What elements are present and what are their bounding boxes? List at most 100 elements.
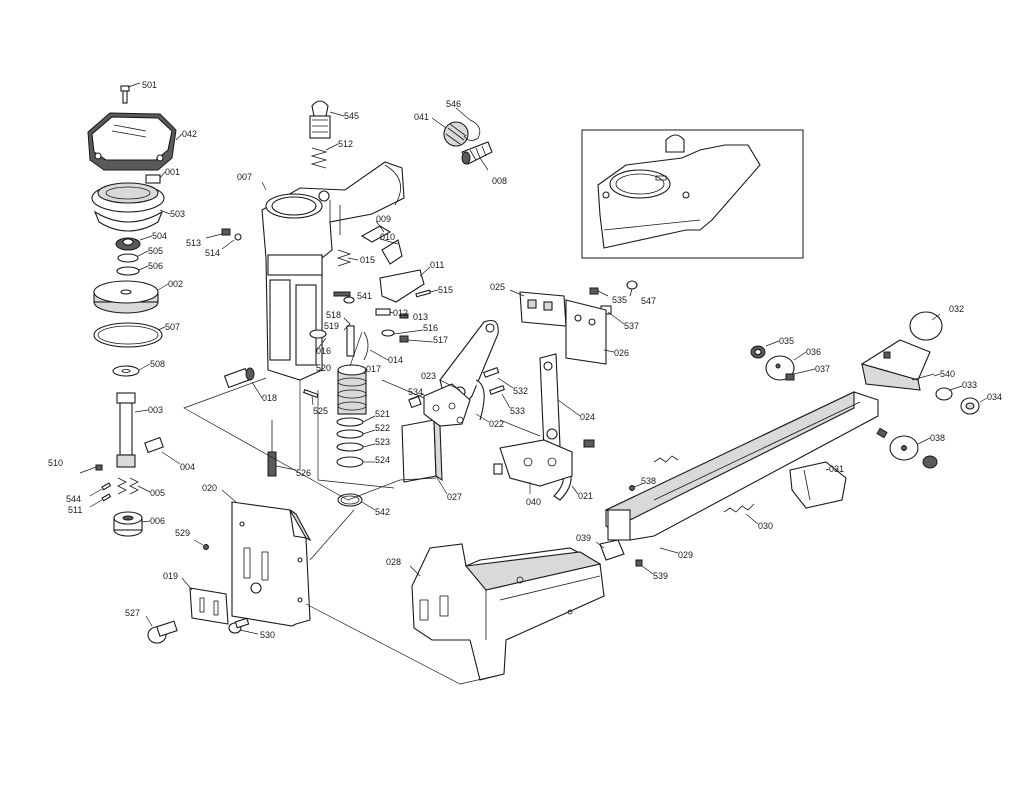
- callout-026: 026: [614, 348, 629, 358]
- part-015-spring: [336, 249, 352, 267]
- callout-014: 014: [388, 355, 403, 365]
- callout-038: 038: [930, 433, 945, 443]
- part-506-oring: [116, 266, 140, 276]
- callout-515: 515: [438, 285, 453, 295]
- part-527-screw: [147, 620, 178, 644]
- callout-510: 510: [48, 458, 63, 468]
- part-513-screw: [205, 228, 231, 239]
- part-511-pin: [89, 493, 112, 508]
- part-517-nut: [399, 335, 409, 343]
- detail-inset: [581, 129, 804, 259]
- callout-031: 031: [829, 464, 844, 474]
- callout-035: 035: [779, 336, 794, 346]
- callout-002: 002: [168, 279, 183, 289]
- callout-027: 027: [447, 492, 462, 502]
- callout-538: 538: [641, 476, 656, 486]
- part-009-plate: [360, 225, 392, 243]
- callout-005: 005: [150, 488, 165, 498]
- callout-040: 040: [526, 497, 541, 507]
- callout-018: 018: [262, 393, 277, 403]
- part-512-spring: [310, 147, 328, 169]
- part-039-block: [599, 539, 625, 561]
- callout-508: 508: [150, 359, 165, 369]
- part-spring-top: [653, 455, 679, 463]
- part-510-screw: [79, 464, 103, 474]
- callout-037: 037: [815, 364, 830, 374]
- part-518-washer: [343, 296, 355, 304]
- callout-545: 545: [344, 111, 359, 121]
- part-547-screw: [626, 280, 638, 297]
- callout-015: 015: [360, 255, 375, 265]
- callout-010: 010: [380, 232, 395, 242]
- callout-518: 518: [326, 310, 341, 320]
- callout-541: 541: [357, 291, 372, 301]
- callout-039: 039: [576, 533, 591, 543]
- part-534-pin: [408, 395, 422, 409]
- part-533-pin: [489, 385, 505, 395]
- part-014-spring: [363, 331, 369, 361]
- part-526-spring: [267, 420, 277, 477]
- part-041-filter: [443, 121, 469, 147]
- part-007-housing: [261, 161, 405, 381]
- part-031-bracket: [789, 461, 847, 509]
- callout-516: 516: [423, 323, 438, 333]
- callout-020: 020: [202, 483, 217, 493]
- callout-525: 525: [313, 406, 328, 416]
- callout-514: 514: [205, 248, 220, 258]
- callout-003: 003: [148, 405, 163, 415]
- part-020-plate: [231, 501, 312, 627]
- part-010-bracket: [381, 239, 403, 265]
- callout-021: 021: [578, 491, 593, 501]
- part-546-clip: [463, 119, 481, 141]
- part-012-screw: [375, 308, 391, 316]
- callout-017: 017: [366, 364, 381, 374]
- callout-535: 535: [612, 295, 627, 305]
- callout-013: 013: [413, 312, 428, 322]
- part-532-pin: [483, 367, 500, 378]
- callout-019: 019: [163, 571, 178, 581]
- part-005-spring: [117, 477, 139, 495]
- leader-lines: [127, 82, 988, 635]
- part-032-handle: [860, 311, 943, 391]
- callout-036: 036: [806, 347, 821, 357]
- callout-024: 024: [580, 412, 595, 422]
- part-519-spring: [343, 317, 351, 331]
- callout-523: 523: [375, 437, 390, 447]
- callout-006: 006: [150, 516, 165, 526]
- callout-513: 513: [186, 238, 201, 248]
- part-541-pin: [333, 291, 351, 297]
- part-022-link: [423, 379, 485, 427]
- part-503-gasket: [93, 210, 164, 232]
- part-016-oring: [309, 329, 327, 339]
- part-035-nut: [750, 345, 766, 359]
- callout-032: 032: [949, 304, 964, 314]
- callout-520: 520: [316, 363, 331, 373]
- callout-023: 023: [421, 371, 436, 381]
- callout-007: 007: [237, 172, 252, 182]
- part-539-screw: [635, 559, 643, 567]
- callout-544: 544: [66, 494, 81, 504]
- callout-041: 041: [414, 112, 429, 122]
- callout-501: 501: [142, 80, 157, 90]
- part-037-screw: [785, 373, 795, 381]
- callout-521: 521: [375, 409, 390, 419]
- callout-009: 009: [376, 214, 391, 224]
- part-516-oring: [381, 329, 395, 337]
- part-515-pin: [415, 289, 431, 298]
- callout-503: 503: [170, 209, 185, 219]
- callout-004: 004: [180, 462, 195, 472]
- callout-527: 527: [125, 608, 140, 618]
- part-525-pin: [303, 388, 319, 398]
- callout-519: 519: [324, 321, 339, 331]
- callout-529: 529: [175, 528, 190, 538]
- part-524-oring: [336, 456, 364, 468]
- part-006-collar: [113, 511, 143, 537]
- part-003-driver: [116, 392, 136, 468]
- part-026-bar: [565, 299, 607, 365]
- callout-547: 547: [641, 296, 656, 306]
- part-544-pin: [89, 482, 112, 497]
- callout-012: 012: [393, 308, 408, 318]
- callout-533: 533: [510, 406, 525, 416]
- callout-546: 546: [446, 99, 461, 109]
